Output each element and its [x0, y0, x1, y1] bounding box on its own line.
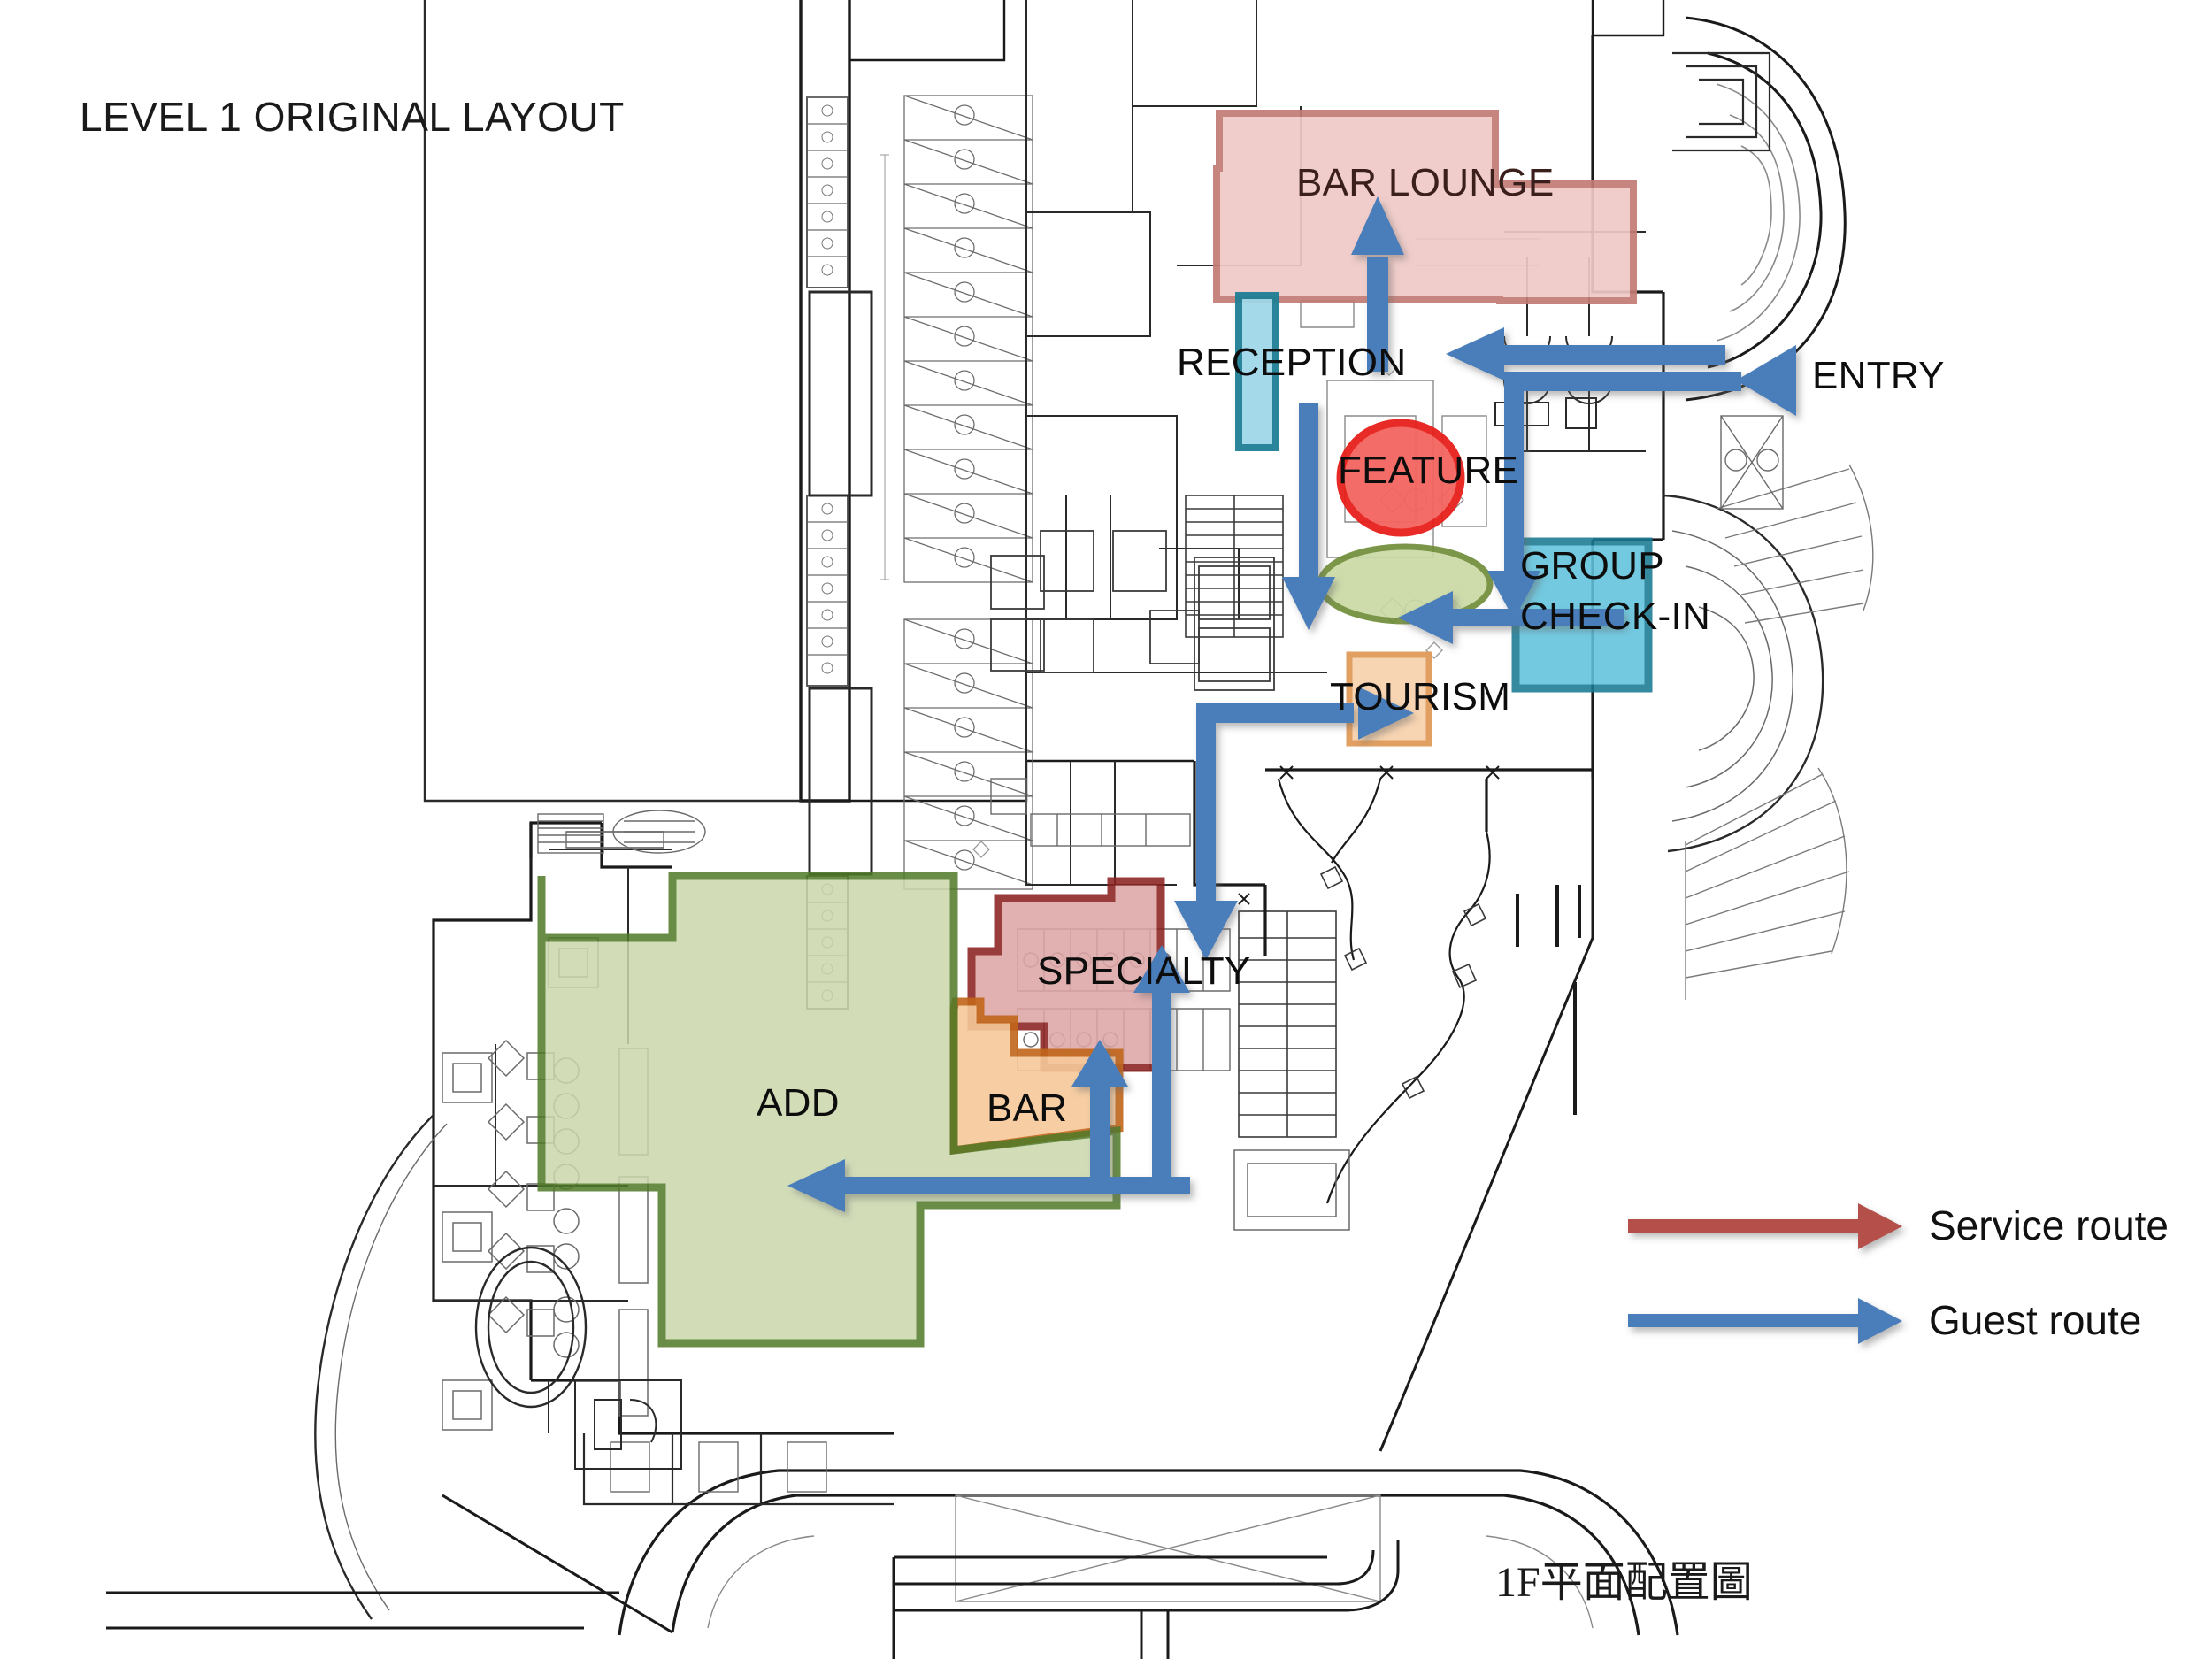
- zone-label-feature: FEATURE: [1338, 449, 1519, 492]
- legend-guest-arrow[interactable]: [1628, 1298, 1902, 1344]
- arrow-gci-left-head[interactable]: [1398, 591, 1453, 644]
- zone-label-reception: RECEPTION: [1177, 341, 1407, 384]
- arrow-reception-down-stem[interactable]: [1299, 403, 1318, 593]
- arrow-specialty-head[interactable]: [1133, 945, 1190, 993]
- zone-feature[interactable]: [1336, 419, 1465, 537]
- page-title: LEVEL 1 ORIGINAL LAYOUT: [80, 94, 625, 140]
- arrow-reception-down-head[interactable]: [1282, 577, 1335, 630]
- legend-label-service-route: Service route: [1929, 1202, 2170, 1248]
- zone-label-bar: BAR: [987, 1087, 1068, 1130]
- zone-label-add: ADD: [757, 1081, 840, 1125]
- zone-label-check-in: CHECK-IN: [1520, 595, 1711, 638]
- arrow-entry-stem[interactable]: [1504, 372, 1741, 391]
- zone-label-entry: ENTRY: [1812, 354, 1945, 397]
- plan-caption: 1F平面配置圖: [1495, 1559, 1753, 1606]
- arrow-lobby-left-stem[interactable]: [1504, 345, 1725, 365]
- arrow-tourism-head[interactable]: [1358, 687, 1414, 740]
- arrow-gci-left-stem[interactable]: [1442, 609, 1624, 626]
- arrow-down-long-head[interactable]: [1174, 901, 1238, 960]
- legend-label-guest-route: Guest route: [1929, 1297, 2142, 1343]
- arrow-tourism-stem[interactable]: [1199, 703, 1354, 723]
- zone-label-bar-lounge: BAR LOUNGE: [1296, 161, 1555, 204]
- guest-route-arrows: [787, 196, 1796, 1212]
- zone-label-group: GROUP: [1520, 544, 1664, 588]
- arrow-add-stem[interactable]: [836, 1177, 1190, 1194]
- arrow-specialty-stem[interactable]: [1152, 982, 1171, 1186]
- arrow-to-group-check-in[interactable]: [1487, 571, 1540, 619]
- arrow-add-head[interactable]: [787, 1159, 845, 1212]
- legend-service-arrow[interactable]: [1628, 1203, 1902, 1249]
- zone-label-tourism: TOURISM: [1330, 675, 1511, 718]
- arrow-bar-head[interactable]: [1071, 1040, 1128, 1087]
- zone-add[interactable]: [537, 872, 1121, 1348]
- arrow-bar-lounge-stem[interactable]: [1367, 257, 1388, 372]
- arrow-bar-lounge-head[interactable]: [1351, 196, 1404, 255]
- arrow-entry[interactable]: [1736, 345, 1796, 416]
- arrow-down-long-stem[interactable]: [1196, 703, 1216, 929]
- zone-label-specialty: SPECIALTY: [1037, 949, 1251, 993]
- legend-arrows: [1628, 1203, 1902, 1344]
- zone-reception[interactable]: [1235, 292, 1279, 451]
- arrow-lobby-left[interactable]: [1446, 327, 1504, 380]
- arrow-lobby-vertical-stem[interactable]: [1504, 372, 1524, 584]
- arrow-bar-stem[interactable]: [1090, 1075, 1110, 1186]
- zone-bar-lounge-shape[interactable]: [1213, 110, 1637, 304]
